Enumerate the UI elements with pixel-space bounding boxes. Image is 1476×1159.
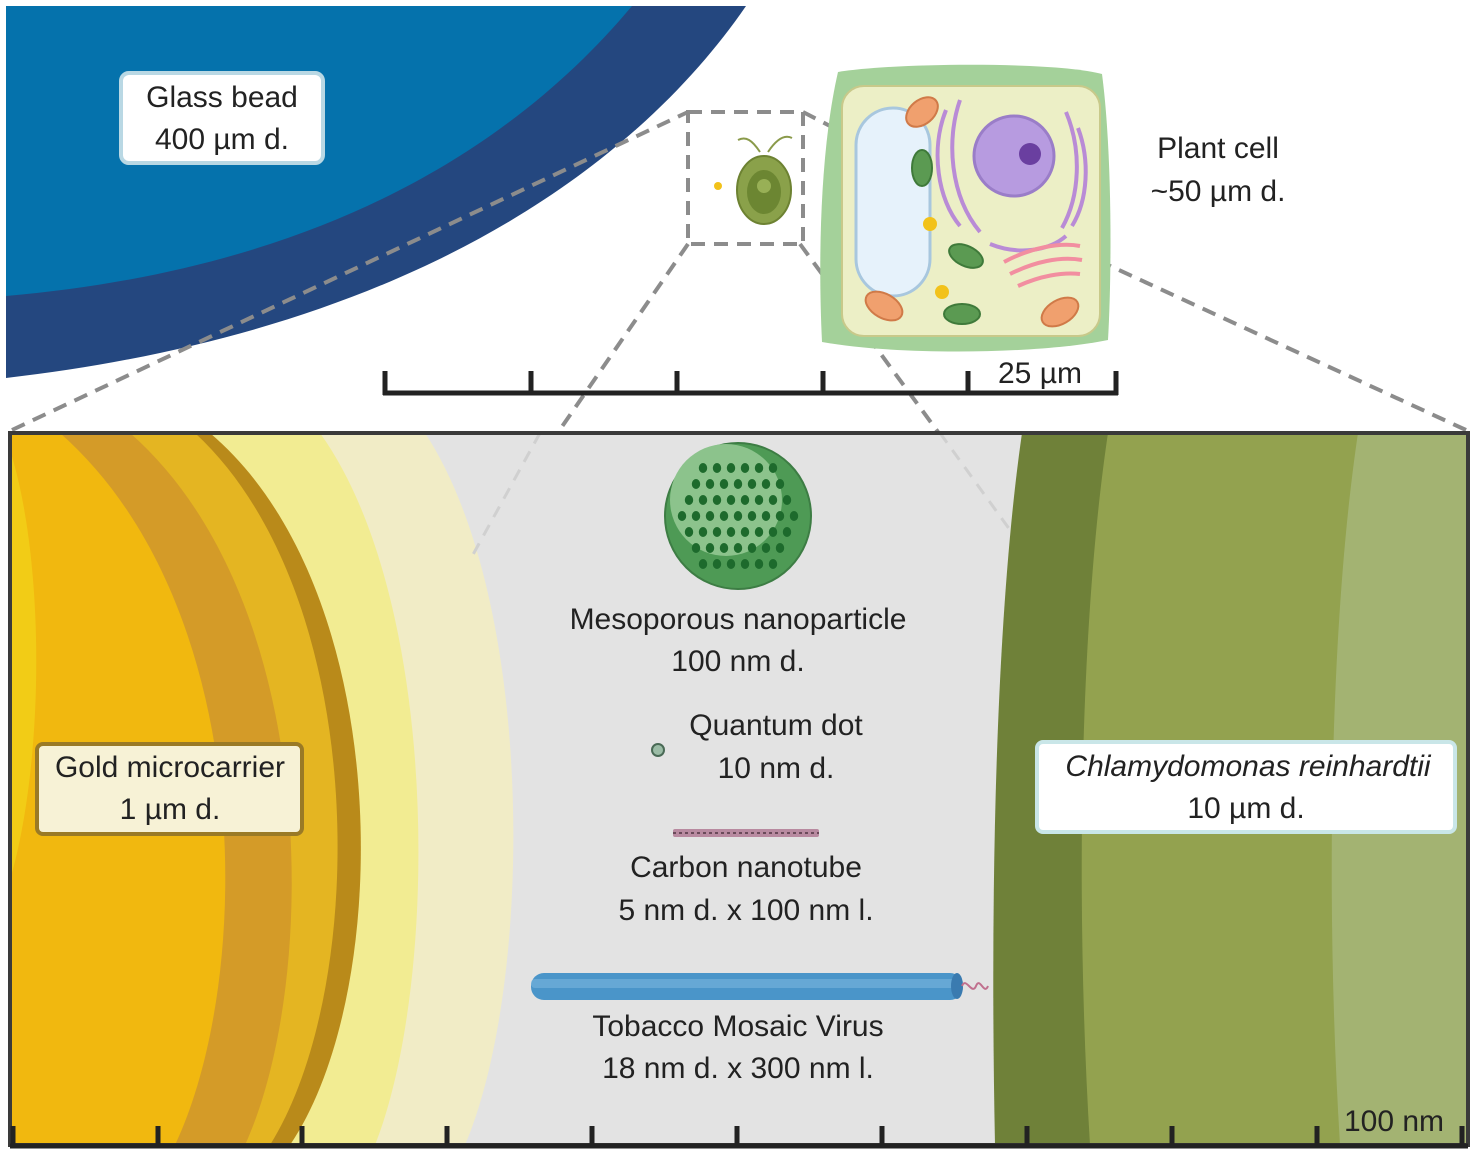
nanoparticle-pore [726,495,736,505]
nanoparticle-pore [747,543,757,553]
nanoparticle-pore [754,527,764,537]
plant-cell-name: Plant cell [1157,132,1279,165]
nanoparticle-pore [768,463,778,473]
mesoporous-nanoparticle-name: Mesoporous nanoparticle [570,603,907,636]
gold-microcarrier-label-box: Gold microcarrier 1 µm d. [35,742,304,836]
nanoparticle-pore [740,495,750,505]
nanoparticle-pore [712,559,722,569]
nanoparticle-pore [754,559,764,569]
nanoparticle-pore [726,559,736,569]
nanoparticle-pore [719,543,729,553]
top-scale-label: 25 µm [998,357,1082,390]
nanoparticle-pore [782,527,792,537]
plant-cell-illustration [820,64,1111,352]
quantum-dot-name: Quantum dot [689,709,863,742]
nanoparticle-pore [754,463,764,473]
panel-faint-connector-lines [468,432,1012,561]
nanoparticle-pore [775,479,785,489]
bottom-scale-bar [10,1126,1468,1149]
top-scale-bar [382,371,1119,396]
glass-bead-label-box: Glass bead 400 µm d. [119,71,325,165]
glass-bead-size: 400 µm d. [155,123,289,156]
nanoparticle-pore [712,463,722,473]
nanoparticle-pore [719,511,729,521]
nanoparticle-pore [761,479,771,489]
nanoparticle-pore [677,511,687,521]
nanoparticle-pore [733,511,743,521]
nanoparticle-pore [747,479,757,489]
mesoporous-nanoparticle-illustration [664,442,812,590]
carbon-nanotube-illustration [673,829,819,837]
nanoparticle-pore [705,543,715,553]
nanoparticle-pore [726,463,736,473]
nanoparticle-pore [782,495,792,505]
chlamydomonas-size: 10 µm d. [1187,792,1304,825]
nanoparticle-pore [712,495,722,505]
tobacco-mosaic-virus-illustration [531,973,989,1000]
carbon-nanotube-size: 5 nm d. x 100 nm l. [618,894,873,927]
nanoparticle-pore [768,495,778,505]
nanoparticle-pore [698,559,708,569]
quantum-dot-illustration [651,743,665,757]
vacuole [854,106,932,298]
nanoparticle-pore [754,495,764,505]
carbon-nanotube-name: Carbon nanotube [630,851,862,884]
nanoparticle-pore [733,543,743,553]
nanoparticle-pore [719,479,729,489]
nanoparticle-pore [768,527,778,537]
small-algae-cell [714,135,793,225]
nanoparticle-pore [705,511,715,521]
nanoparticle-pore [761,543,771,553]
nucleolus [1019,143,1041,165]
zoom-box [686,110,805,246]
chlamydomonas-label-box: Chlamydomonas reinhardtii 10 µm d. [1035,740,1457,834]
nanoparticle-pore [733,479,743,489]
nanoparticle-pore [691,479,701,489]
glass-bead-name: Glass bead [146,81,298,114]
nanoparticle-pore [775,511,785,521]
nanoparticle-pore [789,511,799,521]
nucleus [972,114,1056,198]
chlamydomonas-name: Chlamydomonas reinhardtii [1065,750,1432,783]
nanoparticle-pore [698,527,708,537]
bottom-scale-label: 100 nm [1344,1105,1444,1138]
nanoparticle-pore [768,559,778,569]
gold-microcarrier-name: Gold microcarrier [55,751,285,784]
nanoparticle-pore [684,527,694,537]
nanoparticle-pore [684,495,694,505]
nanoparticle-pore [698,463,708,473]
nanoparticle-pore [747,511,757,521]
tobacco-mosaic-virus-name: Tobacco Mosaic Virus [592,1010,883,1043]
quantum-dot-size: 10 nm d. [718,752,835,785]
mesoporous-nanoparticle-size: 100 nm d. [671,645,804,678]
nanoparticle-pore [740,527,750,537]
nanoparticle-pore [740,559,750,569]
nanoparticle-pore [775,543,785,553]
nanoparticle-pore [691,543,701,553]
nanoparticle-pore [740,463,750,473]
tobacco-mosaic-virus-size: 18 nm d. x 300 nm l. [602,1052,874,1085]
nanoparticle-pore [698,495,708,505]
nanoparticle-pore [726,527,736,537]
gold-microcarrier-size: 1 µm d. [120,793,221,826]
plant-cell-size: ~50 µm d. [1151,175,1286,208]
nanoparticle-pore [705,479,715,489]
nanoparticle-pore [691,511,701,521]
nanoparticle-pore [712,527,722,537]
nanoparticle-pore [761,511,771,521]
